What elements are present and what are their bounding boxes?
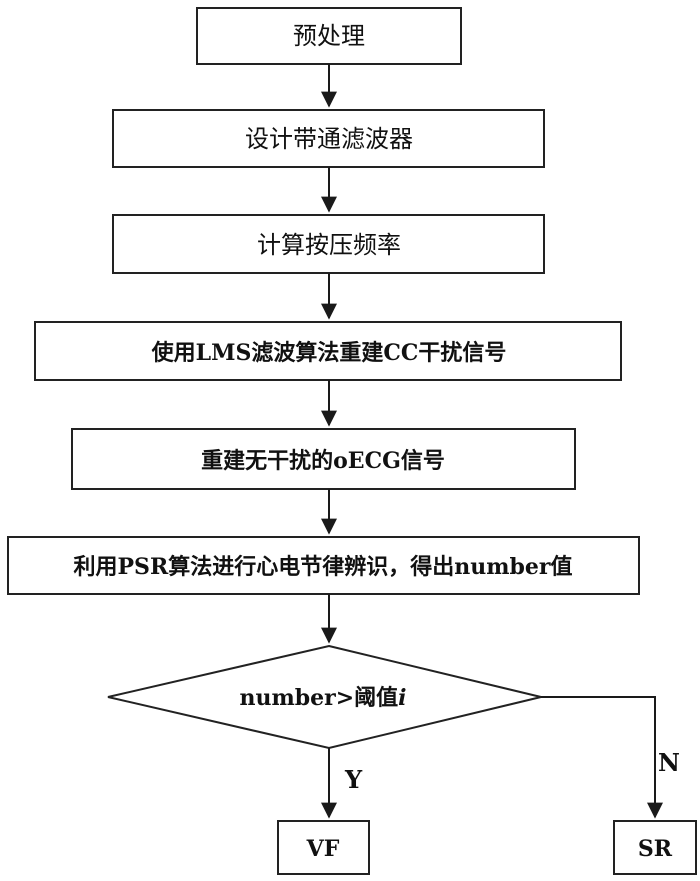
step-bandpass-label: 设计带通滤波器 (245, 125, 413, 153)
decision-threshold-label: number>阈值i (239, 685, 406, 711)
decision-threshold: number>阈值i (107, 644, 542, 750)
step-compression-rate-label: 计算按压频率 (257, 231, 401, 259)
step-lms-rebuild: 使用LMS滤波算法重建CC干扰信号 (34, 321, 622, 381)
edge-decision-no (541, 696, 663, 819)
step-psr-identify-label: 利用PSR算法进行心电节律辨识，得出number值 (74, 554, 573, 580)
step-preprocess: 预处理 (196, 7, 462, 65)
decision-threshold-prefix: number>阈值 (239, 685, 398, 711)
step-oecg-rebuild-label: 重建无干扰的oECG信号 (201, 448, 445, 474)
step-compression-rate: 计算按压频率 (112, 214, 545, 274)
step-preprocess-label: 预处理 (293, 22, 365, 50)
step-psr-identify: 利用PSR算法进行心电节律辨识，得出number值 (7, 536, 640, 595)
outcome-sr: SR (613, 820, 697, 875)
branch-yes-label: Y (344, 765, 363, 794)
step-lms-rebuild-label: 使用LMS滤波算法重建CC干扰信号 (151, 340, 507, 366)
outcome-sr-label: SR (638, 836, 673, 862)
outcome-vf: VF (277, 820, 370, 875)
step-oecg-rebuild: 重建无干扰的oECG信号 (71, 428, 576, 490)
branch-no-label: N (658, 748, 680, 777)
decision-threshold-var: i (398, 685, 406, 711)
step-bandpass: 设计带通滤波器 (112, 109, 545, 168)
outcome-vf-label: VF (306, 836, 340, 862)
